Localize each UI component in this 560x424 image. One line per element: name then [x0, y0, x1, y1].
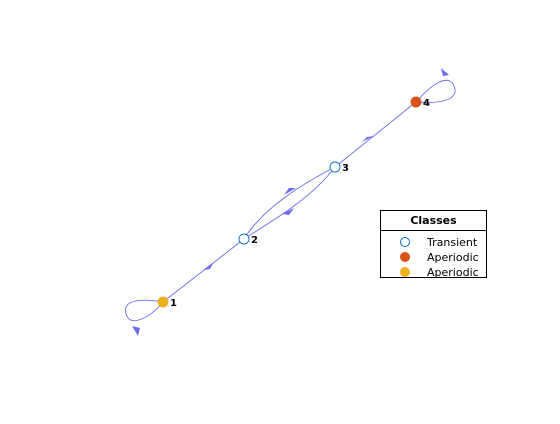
- node-label-3: 3: [342, 163, 349, 174]
- edge-1-1: [125, 299, 164, 322]
- legend-label-0: Transient: [427, 236, 478, 249]
- legend-label-2: Aperiodic: [427, 266, 479, 279]
- legend-marker-2: [400, 267, 410, 277]
- node-2[interactable]: [238, 233, 250, 245]
- legend-title: Classes: [381, 211, 486, 231]
- legend-item-aperiodic-2: Aperiodic: [381, 265, 486, 280]
- node-label-1: 1: [170, 298, 177, 309]
- legend-label-1: Aperiodic: [427, 251, 479, 264]
- edge-2-1: [162, 238, 245, 303]
- legend-marker-0: [400, 237, 410, 247]
- edge-arrow-3-2: [284, 188, 296, 195]
- edge-arrow-4-4: [441, 68, 449, 76]
- edge-arrow-1-1: [132, 326, 140, 336]
- edge-3-2: [243, 166, 336, 240]
- legend-marker-1: [400, 252, 410, 262]
- node-label-2: 2: [251, 235, 258, 246]
- edge-arrow-2-3: [282, 208, 294, 215]
- node-4[interactable]: [410, 96, 422, 108]
- legend-item-transient: Transient: [381, 235, 486, 250]
- edge-arrow-2-1: [203, 262, 214, 270]
- node-1[interactable]: [157, 296, 169, 308]
- legend: Classes Transient Aperiodic Aperiodic: [380, 210, 487, 280]
- legend-item-aperiodic-1: Aperiodic: [381, 250, 486, 265]
- edge-3-4: [334, 101, 417, 168]
- edge-2-3: [243, 166, 336, 240]
- edge-4-4: [415, 79, 456, 103]
- edge-arrow-3-4: [362, 136, 374, 142]
- node-3[interactable]: [329, 161, 341, 173]
- node-label-4: 4: [423, 98, 430, 109]
